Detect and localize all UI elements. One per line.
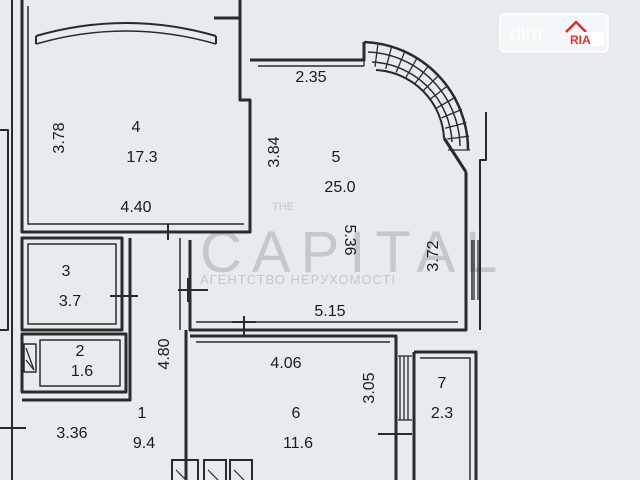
room2-wall [20, 332, 128, 394]
dim-room5-top: 2.35 [295, 69, 326, 86]
bay-hatch-line [441, 108, 463, 119]
bay-hatch-line [436, 96, 457, 109]
room-area: 9.4 [133, 435, 155, 452]
room3-wall [20, 236, 124, 332]
dim-ria-badge[interactable]: dim RIA [499, 13, 609, 53]
room2-fixture [23, 343, 37, 373]
bay-arc-mid [367, 51, 461, 147]
room5-top-wall [250, 42, 366, 62]
room-number: 4 [132, 119, 141, 136]
bay-hatch-line [405, 57, 418, 78]
room2-fixture-hatch [25, 347, 35, 371]
wardrobe [171, 459, 253, 480]
dim-room5-left: 3.84 [266, 136, 283, 167]
bay-hatch-line [422, 74, 440, 92]
room7-inner [420, 357, 471, 480]
window-hatching [25, 44, 479, 421]
watermark-small: THE [272, 201, 294, 213]
room4-bay-outer [35, 22, 217, 37]
bay-hatch-line [385, 47, 393, 70]
room5-right-outer [479, 112, 487, 330]
room-area: 3.7 [59, 293, 81, 310]
bay-arc-innermost [375, 69, 445, 139]
room3-inner [27, 243, 117, 325]
bay-hatch-line [374, 44, 379, 67]
room-area: 25.0 [324, 179, 355, 196]
room-area: 11.6 [283, 435, 313, 452]
room-number: 1 [138, 405, 147, 422]
dim-room4-height: 3.78 [51, 122, 68, 153]
bay-hatch-line [395, 51, 406, 73]
room2-inner [39, 339, 121, 387]
bay-hatch [363, 44, 470, 151]
room4-wall [20, 0, 252, 234]
dim-room6-height: 3.05 [361, 372, 378, 403]
dim-room5-bottom: 5.15 [314, 303, 345, 320]
room-number: 3 [62, 263, 71, 280]
room-number: 2 [76, 343, 85, 360]
room5-bottom-wall [188, 172, 468, 332]
dimension-labels: 3.78 4.40 3.84 2.35 5.36 3.72 5.15 4.80 … [51, 69, 442, 442]
bay-hatch-line [414, 65, 430, 84]
room-area: 2.3 [431, 405, 453, 422]
corridor-left-wall [22, 238, 132, 402]
room4-bay-ends [35, 36, 217, 44]
room7-wall [414, 350, 478, 480]
room-number: 6 [292, 405, 301, 422]
door-markers [0, 224, 412, 448]
badge-right-text: RIA [570, 33, 591, 47]
room-area: 1.6 [71, 363, 93, 380]
room-labels: 4 17.3 5 25.0 3 3.7 2 1.6 1 9.4 6 11.6 7… [59, 119, 453, 452]
dim-corridor-length: 4.80 [156, 338, 173, 369]
badge-left-text: dim [510, 23, 542, 45]
room6-window-hatch [398, 355, 412, 421]
room4-bay-inner [35, 30, 217, 45]
dim-room5-inner: 5.36 [341, 224, 358, 255]
bay-join [442, 137, 468, 173]
bay-hatch-line [430, 84, 449, 100]
right-window-hatch [473, 240, 479, 300]
room-area: 17.3 [126, 149, 157, 166]
bay-hatch-line [447, 135, 470, 140]
bay-arc-outer [363, 40, 470, 151]
room-number: 5 [332, 149, 341, 166]
bay-hatch-line [444, 121, 467, 129]
watermark-tagline: АГЕНТСТВО НЕРУХОМОСТІ [200, 272, 396, 287]
bay-arc-inner [371, 61, 453, 143]
room-number: 7 [438, 375, 447, 392]
house-icon [565, 20, 604, 46]
room4-inner-wall [27, 6, 244, 225]
dim-room6-width: 4.06 [270, 355, 301, 372]
dim-room4-width: 4.40 [120, 199, 151, 216]
dim-room5-right: 3.72 [425, 240, 442, 271]
dim-room1-width: 3.36 [56, 425, 87, 442]
outer-wall-stub [0, 129, 9, 331]
